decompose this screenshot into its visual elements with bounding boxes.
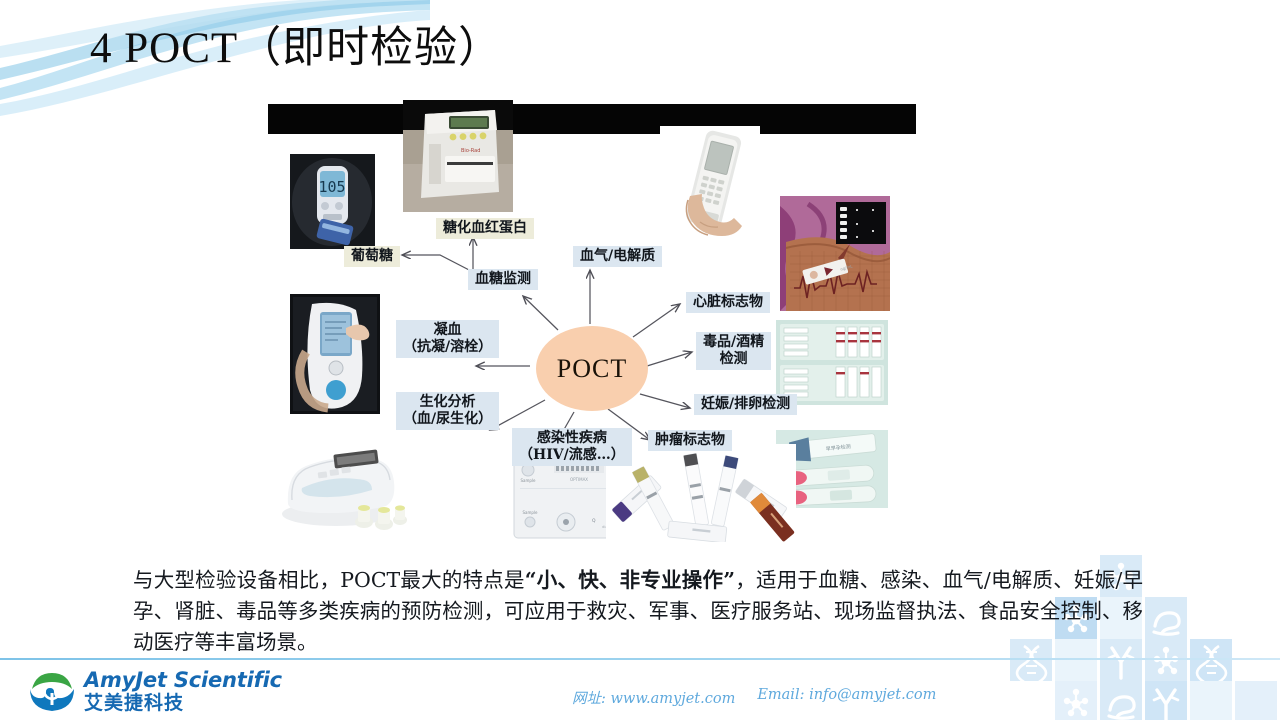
label-infectious-disease[interactable]: 感染性疾病 （HIV/流感…） — [512, 428, 632, 467]
label-blood-glucose-monitoring[interactable]: 血糖监测 — [468, 269, 538, 291]
footer-email[interactable]: Email: info@amyjet.com — [757, 687, 937, 703]
logo-name-cn: 艾美捷科技 — [84, 691, 185, 714]
svg-text:早早孕检测: 早早孕检测 — [826, 443, 852, 453]
label-infectious-line2: （HIV/流感…） — [519, 447, 625, 464]
center-node-poct: POCT — [536, 326, 648, 411]
company-logo[interactable]: AmyJet Scientific 艾美捷科技 — [28, 669, 282, 713]
svg-text:105: 105 — [318, 178, 345, 196]
page-title: 4 POCT（即时检验） — [90, 25, 503, 72]
photo-biochemistry-analyzer — [278, 426, 413, 536]
label-coagulation[interactable]: 凝血 （抗凝/溶栓） — [396, 320, 500, 359]
label-drug-alcohol[interactable]: 毒品/酒精 检测 — [696, 332, 772, 371]
poct-diagram: 105 — [268, 100, 916, 544]
label-coagulation-line2: （抗凝/溶栓） — [403, 339, 493, 356]
svg-text:OPTIMAX: OPTIMAX — [570, 477, 588, 482]
body-text-part2: ，适用于血糖、感染、血气/电解质、妊娠/早孕、肾脏、毒品等多类疾病的预防检测，可… — [133, 568, 1143, 654]
label-hba1c[interactable]: 糖化血红蛋白 — [436, 218, 534, 240]
body-text-part1: 与大型检验设备相比，POCT最大的特点是 — [133, 568, 525, 592]
photo-glucometer: 105 — [290, 154, 375, 249]
photo-coagulation-meter — [290, 294, 380, 414]
label-glucose[interactable]: 葡萄糖 — [344, 246, 400, 268]
photo-hba1c-analyzer: Bio-Rad — [403, 100, 513, 212]
label-coagulation-line1: 凝血 — [433, 322, 462, 338]
photo-cardiac-marker-test: ng/mL — [780, 196, 890, 311]
label-biochemistry[interactable]: 生化分析 （血/尿生化） — [396, 392, 500, 431]
logo-text-block: AmyJet Scientific 艾美捷科技 — [84, 667, 282, 714]
body-text-quote: “小、快、非专业操作” — [524, 568, 736, 592]
label-biochemistry-line2: （血/尿生化） — [403, 411, 493, 428]
label-cardiac-marker[interactable]: 心脏标志物 — [686, 292, 770, 314]
photo-tumor-marker-strips — [606, 444, 796, 542]
label-drug-alcohol-line2: 检测 — [719, 351, 748, 368]
photo-drug-alcohol-panel — [776, 320, 888, 405]
svg-text:Q: Q — [592, 518, 596, 524]
label-tumor-marker[interactable]: 肿瘤标志物 — [648, 430, 732, 452]
logo-name-en: AmyJet Scientific — [84, 667, 282, 692]
svg-text:Sample: Sample — [523, 510, 539, 515]
photo-handheld-analyzer — [660, 126, 760, 251]
footer-contact: 网址: www.amyjet.com Email: info@amyjet.co… — [572, 687, 936, 708]
footer-website[interactable]: 网址: www.amyjet.com — [572, 691, 736, 707]
label-biochemistry-line1: 生化分析 — [419, 394, 476, 410]
footer-divider — [0, 658, 1280, 660]
label-drug-alcohol-line1: 毒品/酒精 — [703, 334, 765, 350]
amyjet-logo-icon — [30, 673, 74, 711]
body-paragraph: 与大型检验设备相比，POCT最大的特点是“小、快、非专业操作”，适用于血糖、感染… — [133, 565, 1143, 658]
label-infectious-line1: 感染性疾病 — [536, 430, 607, 446]
svg-text:Bio-Rad: Bio-Rad — [461, 148, 480, 154]
center-node-label: POCT — [556, 353, 628, 383]
svg-text:ng/mL: ng/mL — [840, 263, 854, 271]
label-pregnancy-ovulation[interactable]: 妊娠/排卵检测 — [694, 394, 798, 416]
diagram-top-black-bar — [268, 104, 916, 134]
svg-text:Sample: Sample — [521, 478, 537, 483]
label-blood-gas-electrolyte[interactable]: 血气/电解质 — [573, 246, 663, 268]
